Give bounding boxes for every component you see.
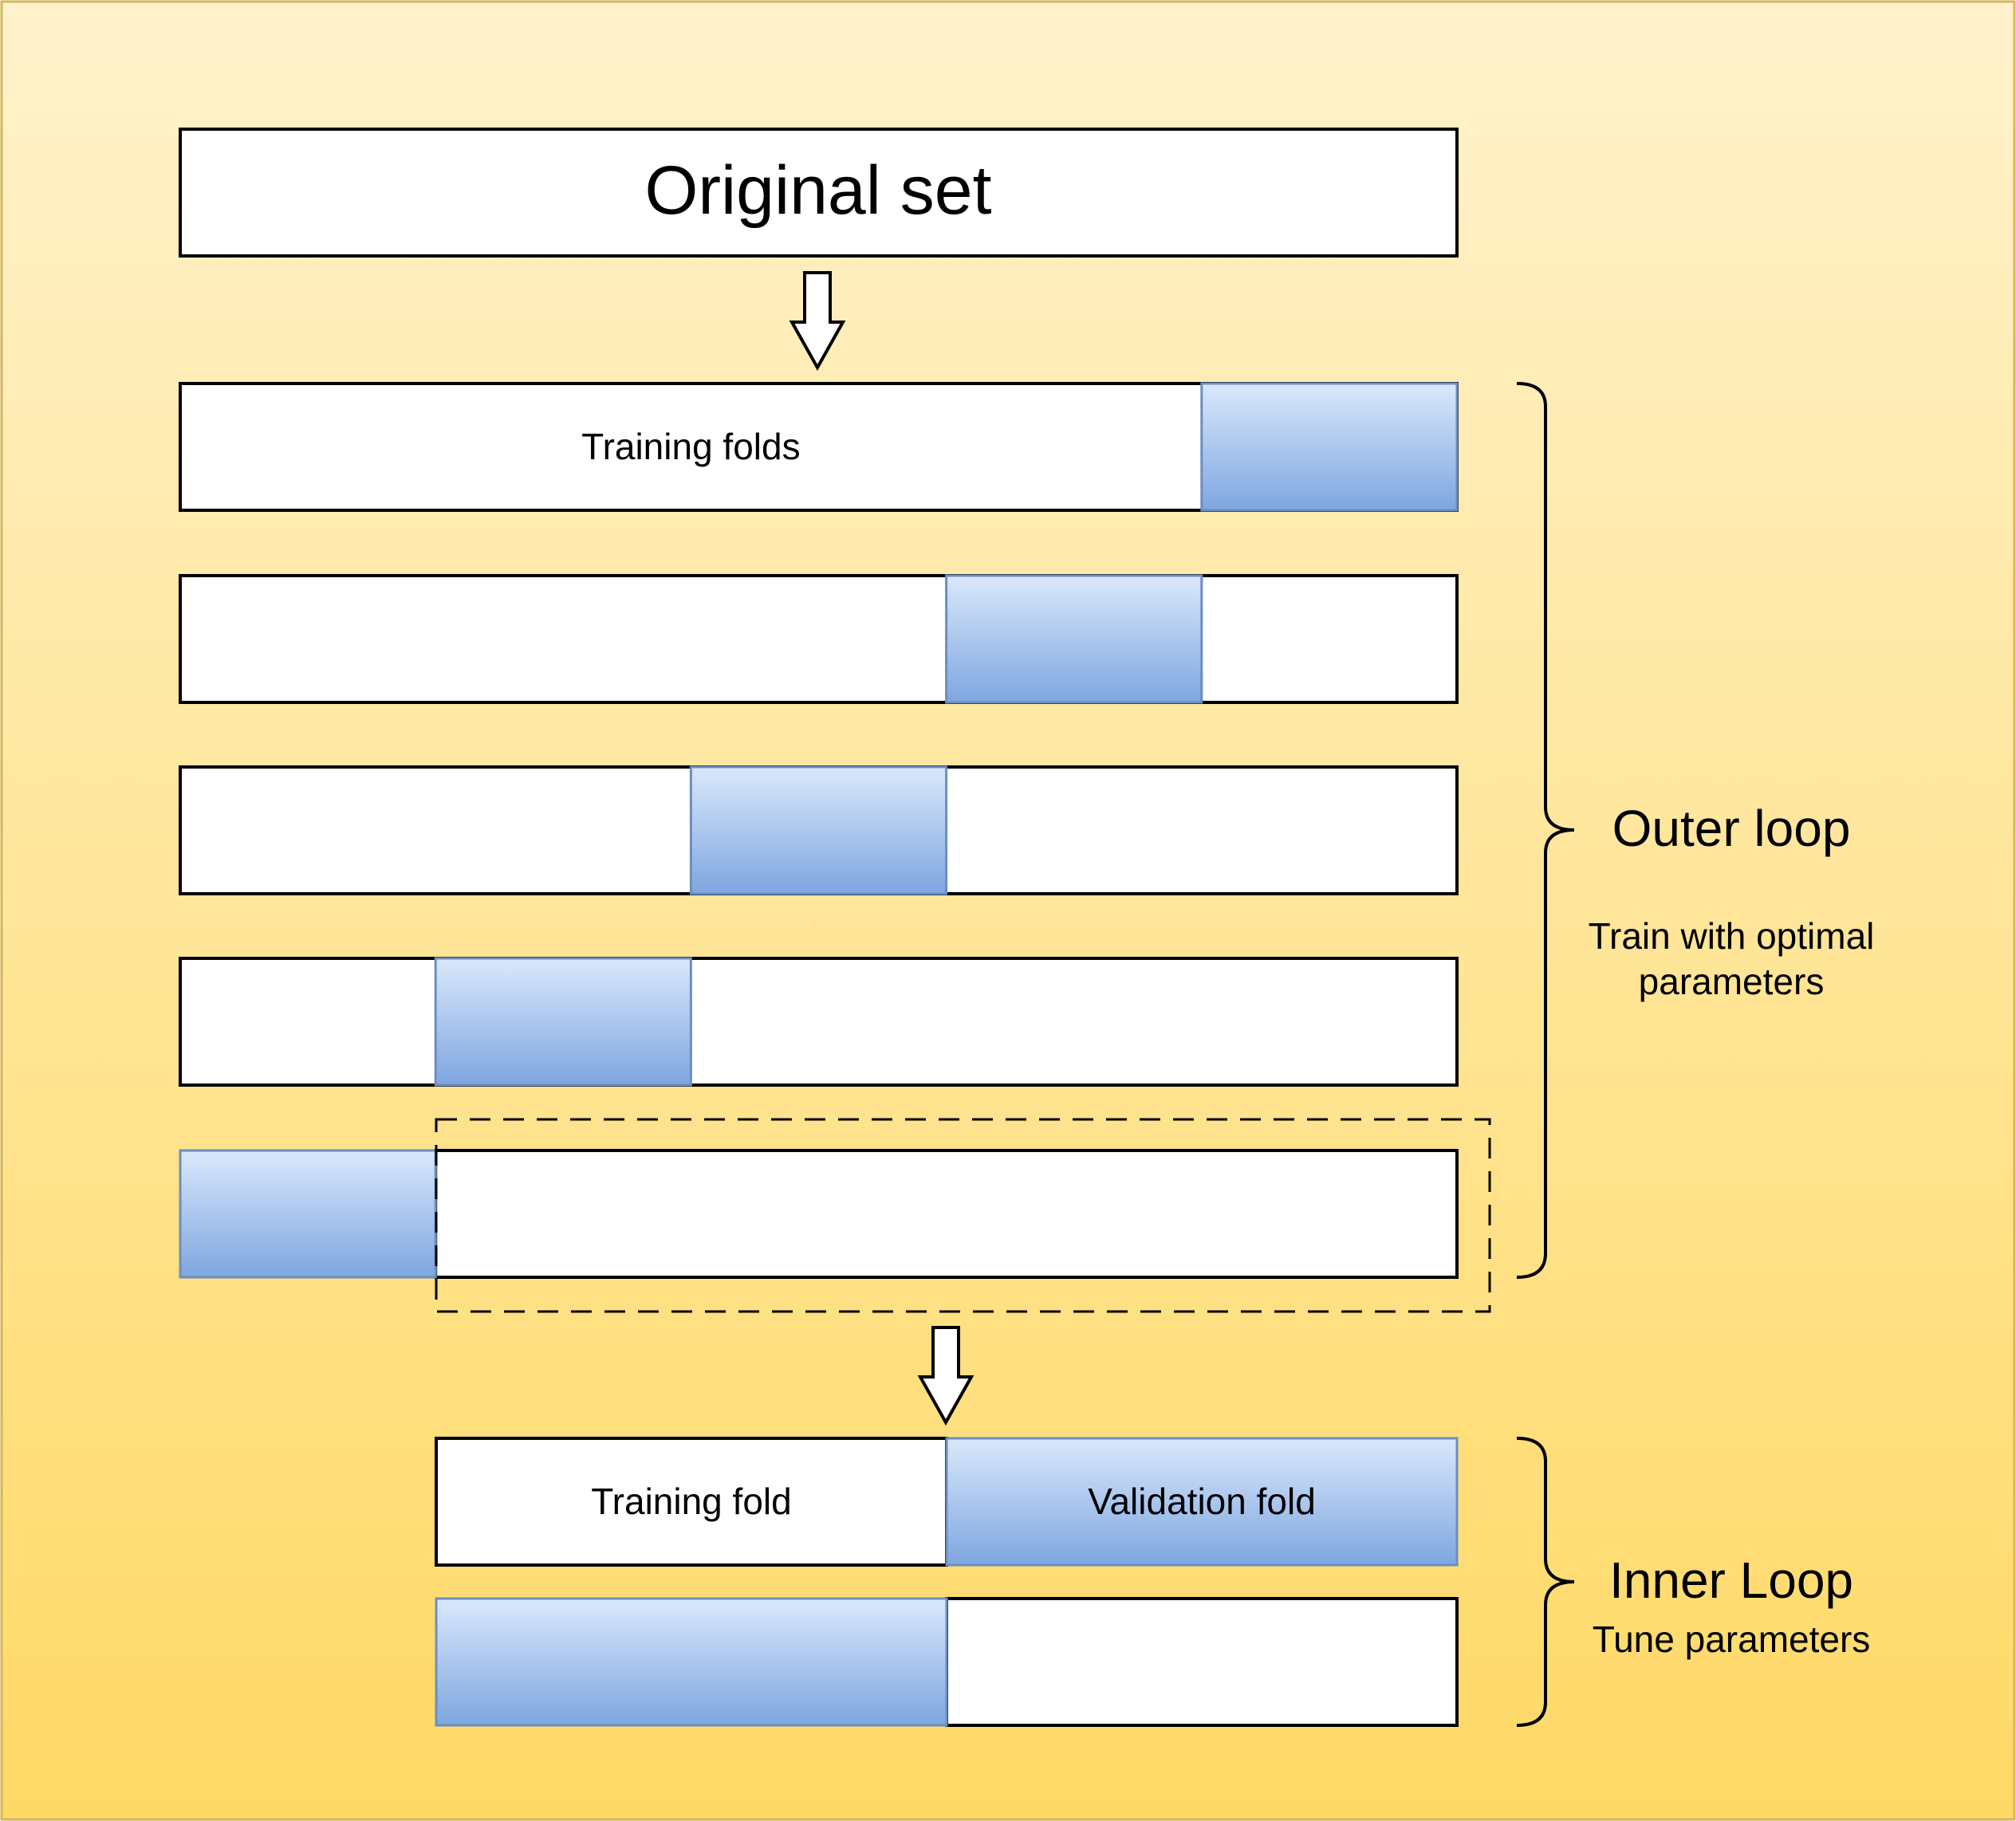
training-fold-box	[179, 574, 1459, 704]
training-fold-box	[179, 957, 1459, 1087]
outer-fold-row	[179, 574, 1459, 704]
outer-loop-brace	[1516, 382, 1575, 1279]
original-set-box	[179, 128, 1459, 258]
outer-fold-row	[179, 957, 1459, 1087]
down-arrow-icon	[917, 1326, 975, 1426]
inner-validation-fold-box	[435, 1597, 948, 1727]
outer-fold-row	[179, 765, 1459, 895]
down-arrow-icon	[789, 271, 846, 372]
validation-fold-box	[434, 957, 692, 1087]
outer-loop-title: Outer loop	[1612, 800, 1851, 857]
inner-training-fold-box	[435, 1437, 948, 1567]
inner-fold-row: Training fold Validation fold	[435, 1437, 1459, 1567]
outer-loop-folds: Training folds	[179, 382, 1459, 1279]
selected-training-portion-outline	[435, 1118, 1491, 1313]
validation-fold-box	[945, 574, 1203, 704]
validation-fold-box	[179, 1149, 437, 1279]
inner-loop-brace	[1516, 1437, 1575, 1727]
inner-validation-fold-label: Validation fold	[1088, 1481, 1316, 1522]
training-fold-box	[434, 1149, 1459, 1279]
inner-training-fold-box	[945, 1597, 1459, 1727]
inner-validation-fold-box	[945, 1437, 1459, 1567]
inner-loop-description: Tune parameters	[1593, 1618, 1871, 1660]
outer-loop-description-line2: parameters	[1639, 961, 1825, 1002]
inner-loop-title: Inner Loop	[1609, 1552, 1853, 1609]
outer-fold-row: Training folds	[179, 382, 1459, 512]
validation-fold-box	[1200, 382, 1459, 512]
original-set-label: Original set	[645, 152, 992, 229]
outer-fold-row	[179, 1149, 1459, 1279]
inner-training-fold-label: Training fold	[591, 1481, 791, 1522]
training-folds-label: Training folds	[581, 426, 800, 467]
inner-loop-folds: Training fold Validation fold	[435, 1437, 1459, 1727]
outer-loop-description-line1: Train with optimal	[1589, 915, 1875, 957]
inner-fold-row	[435, 1597, 1459, 1727]
validation-fold-box	[689, 765, 948, 895]
